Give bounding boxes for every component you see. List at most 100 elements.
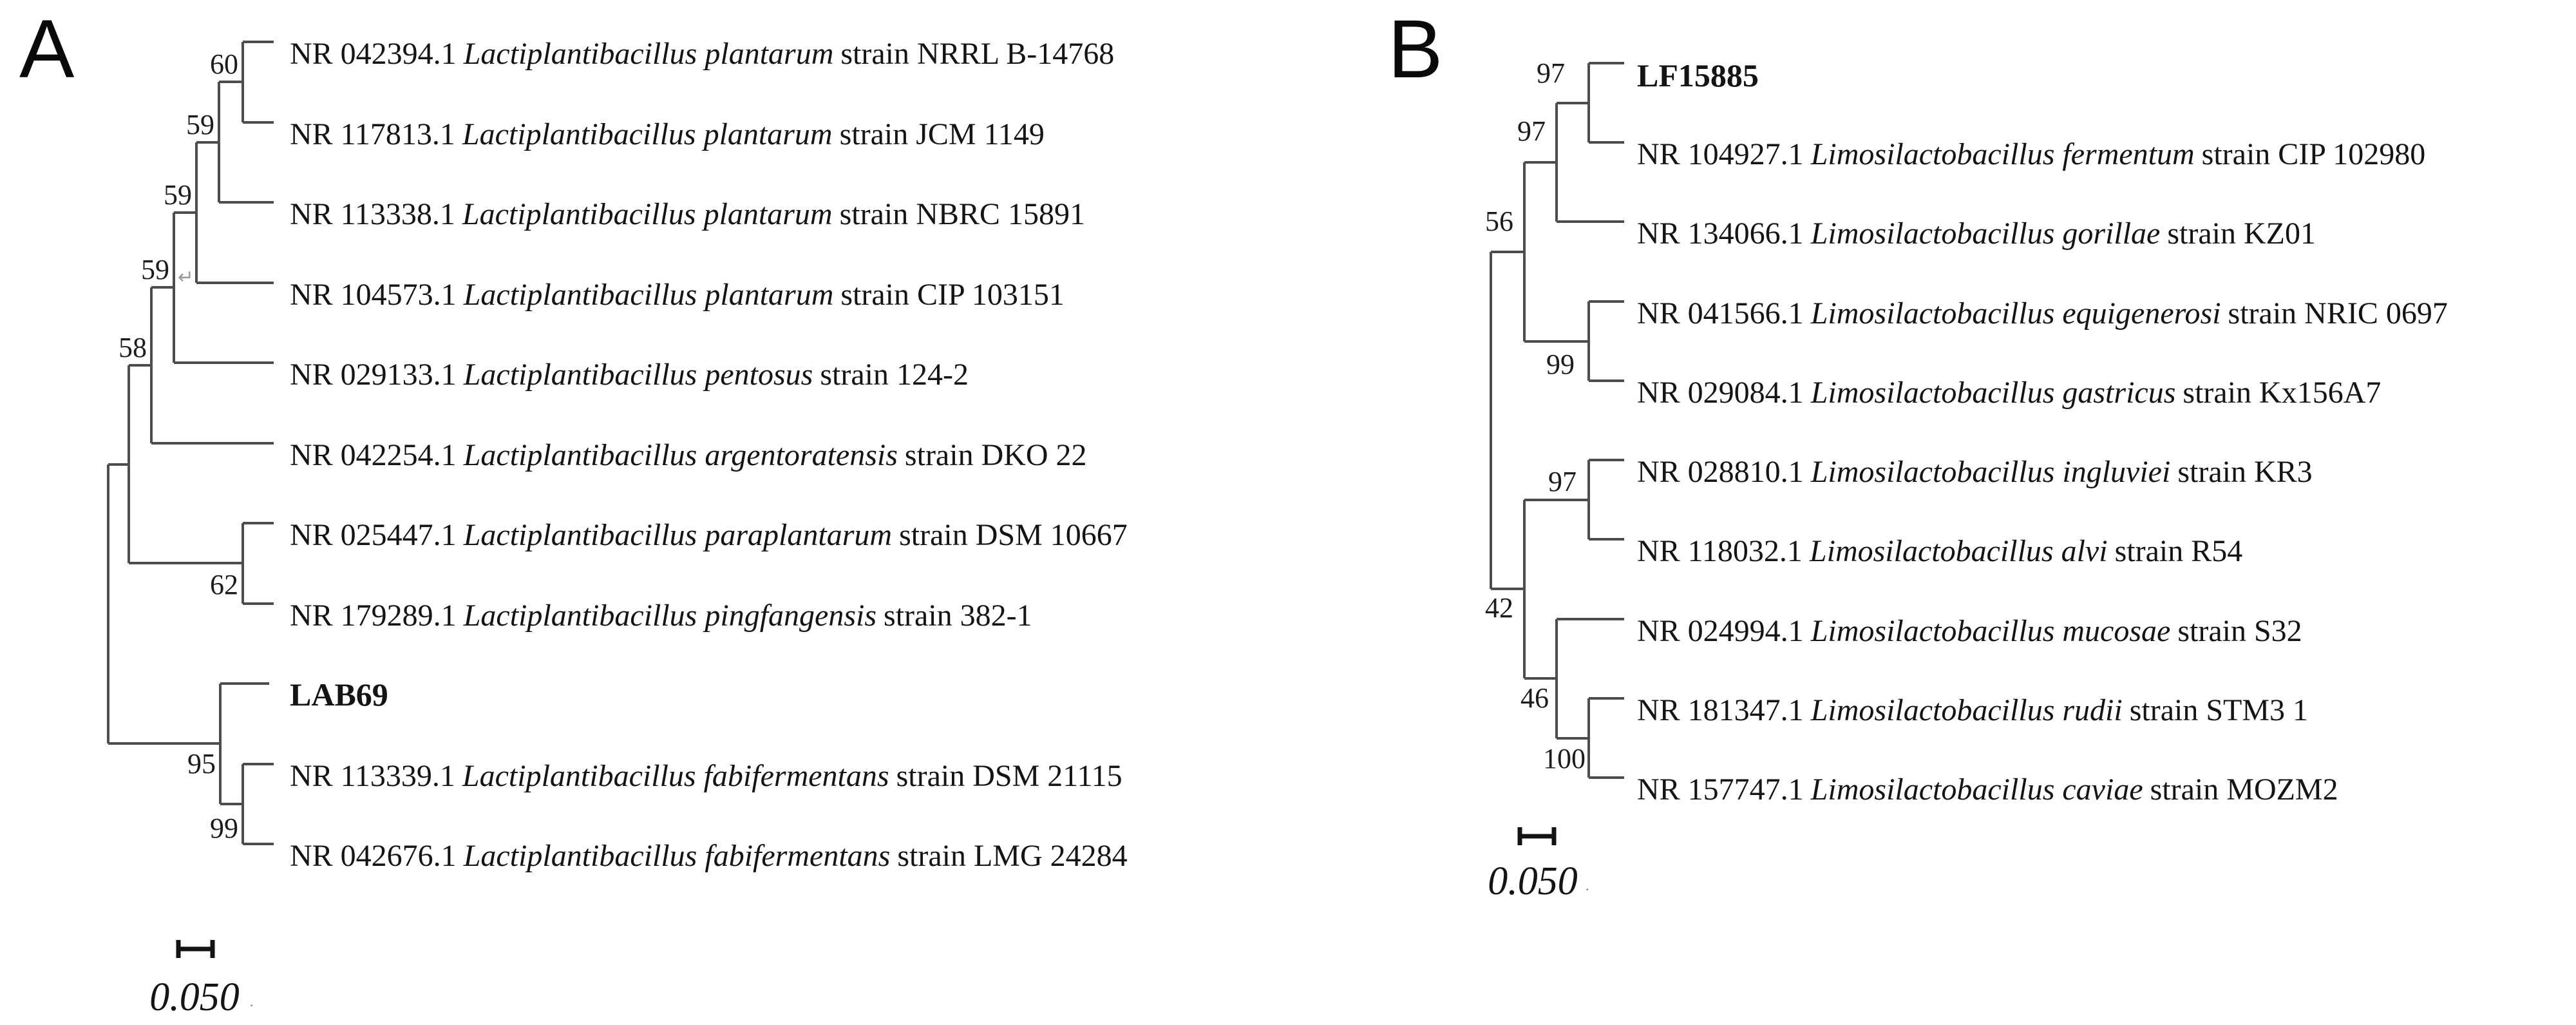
panel-a-bootstrap-labels: 60 59 59 59 58 62 95 99 ↵ <box>118 48 238 844</box>
branch-b-node-100 <box>1557 698 1590 778</box>
panel-b-bootstrap-labels: 97 97 56 99 97 42 46 100 <box>1485 57 1586 774</box>
taxon-accession: NR 104927.1 <box>1637 137 1804 171</box>
taxon-species: Lactiplantibacillus pingfangensis <box>463 599 876 633</box>
scalebar-a <box>176 940 215 958</box>
scalebar-a-label: 0.050 <box>149 975 240 1019</box>
taxon-species: Limosilactobacillus fermentum <box>1810 137 2195 171</box>
taxon-accession: NR 042394.1 <box>290 37 457 71</box>
taxon-species: Lactiplantibacillus plantarum <box>463 278 834 312</box>
bootstrap-b-100: 100 <box>1543 743 1586 774</box>
taxon-strain: strain KR3 <box>2177 455 2312 489</box>
branch-b-node-97b <box>1524 103 1558 222</box>
taxon-accession: NR 041566.1 <box>1637 296 1804 330</box>
branch-b-node-97c <box>1524 460 1590 539</box>
taxon-accession: NR 179289.1 <box>290 599 457 633</box>
taxon-species: Lactiplantibacillus fabifermentans <box>462 759 889 793</box>
taxon-accession: LF15885 <box>1637 57 1759 93</box>
taxon-strain: strain DSM 10667 <box>899 518 1128 552</box>
taxon-strain: strain DKO 22 <box>905 438 1087 472</box>
taxon-accession: NR 104573.1 <box>290 278 457 312</box>
scalebar-b <box>1517 827 1557 845</box>
bootstrap-a-59a: 59 <box>186 109 214 140</box>
taxon-accession: NR 134066.1 <box>1637 216 1804 251</box>
taxon-strain: strain NRIC 0697 <box>2228 296 2448 330</box>
taxon-accession: NR 181347.1 <box>1637 693 1804 727</box>
taxon-species: Lactiplantibacillus plantarum <box>462 197 833 231</box>
taxon-accession: NR 029133.1 <box>290 358 457 392</box>
taxon-accession: LAB69 <box>290 676 388 713</box>
taxon-species: Lactiplantibacillus argentoratensis <box>463 438 898 472</box>
taxon-accession: NR 042254.1 <box>290 438 457 472</box>
branch-a-node-99 <box>220 764 244 844</box>
panel-b-letter: B <box>1388 3 1443 95</box>
scalebar-b-dot-artifact: . <box>1586 877 1589 894</box>
taxon-strain: strain MOZM2 <box>2150 772 2338 807</box>
bootstrap-a-95: 95 <box>187 748 216 780</box>
branch-b-node-56 <box>1491 162 1526 341</box>
bootstrap-a-59c: 59 <box>141 254 169 285</box>
branch-b-node-99 <box>1524 302 1590 381</box>
taxon-accession: NR 113339.1 <box>290 759 455 793</box>
taxon-strain: strain Kx156A7 <box>2183 376 2381 410</box>
taxon-strain: strain JCM 1149 <box>840 117 1045 151</box>
taxon-strain: strain 124-2 <box>820 358 969 392</box>
panel-a-scalebar: 0.050 . <box>149 940 254 1019</box>
taxon-strain: strain NRRL B-14768 <box>840 37 1114 71</box>
bootstrap-b-97b: 97 <box>1517 115 1546 147</box>
taxon-label-query-lab69: LAB69 <box>290 676 388 713</box>
taxon-species: Lactiplantibacillus pentosus <box>463 358 813 392</box>
branch-a-node-95 <box>108 684 222 804</box>
taxon-strain: strain DSM 21115 <box>896 759 1122 793</box>
taxon-species: Limosilactobacillus rudii <box>1810 693 2123 727</box>
branch-b-node-97a <box>1557 63 1590 142</box>
panel-a-branches <box>107 41 274 845</box>
bootstrap-b-42: 42 <box>1485 592 1513 624</box>
taxon-species: Lactiplantibacillus paraplantarum <box>463 518 892 552</box>
bootstrap-b-97a: 97 <box>1537 57 1565 89</box>
taxon-strain: strain R54 <box>2115 534 2243 568</box>
taxon-species: Lactiplantibacillus fabifermentans <box>463 839 891 873</box>
branch-a-node-62 <box>129 523 244 604</box>
taxon-species: Limosilactobacillus equigenerosi <box>1810 296 2221 330</box>
taxon-species: Limosilactobacillus ingluviei <box>1810 455 2171 489</box>
taxon-strain: strain LMG 24284 <box>897 839 1127 873</box>
taxon-species: Limosilactobacillus alvi <box>1809 534 2108 568</box>
taxon-accession: NR 029084.1 <box>1637 376 1804 410</box>
bootstrap-a-59b: 59 <box>164 179 192 211</box>
branch-b-node-42 <box>1491 500 1526 678</box>
taxon-accession: NR 113338.1 <box>290 197 455 231</box>
taxon-accession: NR 024994.1 <box>1637 614 1804 648</box>
bootstrap-a-62: 62 <box>210 569 238 600</box>
taxon-accession: NR 025447.1 <box>290 518 457 552</box>
taxon-accession: NR 157747.1 <box>1637 772 1804 807</box>
panel-b-branches <box>1490 62 1624 779</box>
taxon-label-query-lf15885: LF15885 <box>1637 57 1759 93</box>
taxon-strain: strain 382-1 <box>884 599 1032 633</box>
taxon-species: Limosilactobacillus gastricus <box>1810 376 2176 410</box>
branch-a-node-60 <box>219 42 244 122</box>
panel-b-scalebar: 0.050 . <box>1488 827 1589 903</box>
branch-a-node-58 <box>129 287 153 443</box>
scalebar-a-dot-artifact: . <box>250 993 254 1010</box>
taxon-accession: NR 118032.1 <box>1637 534 1803 568</box>
